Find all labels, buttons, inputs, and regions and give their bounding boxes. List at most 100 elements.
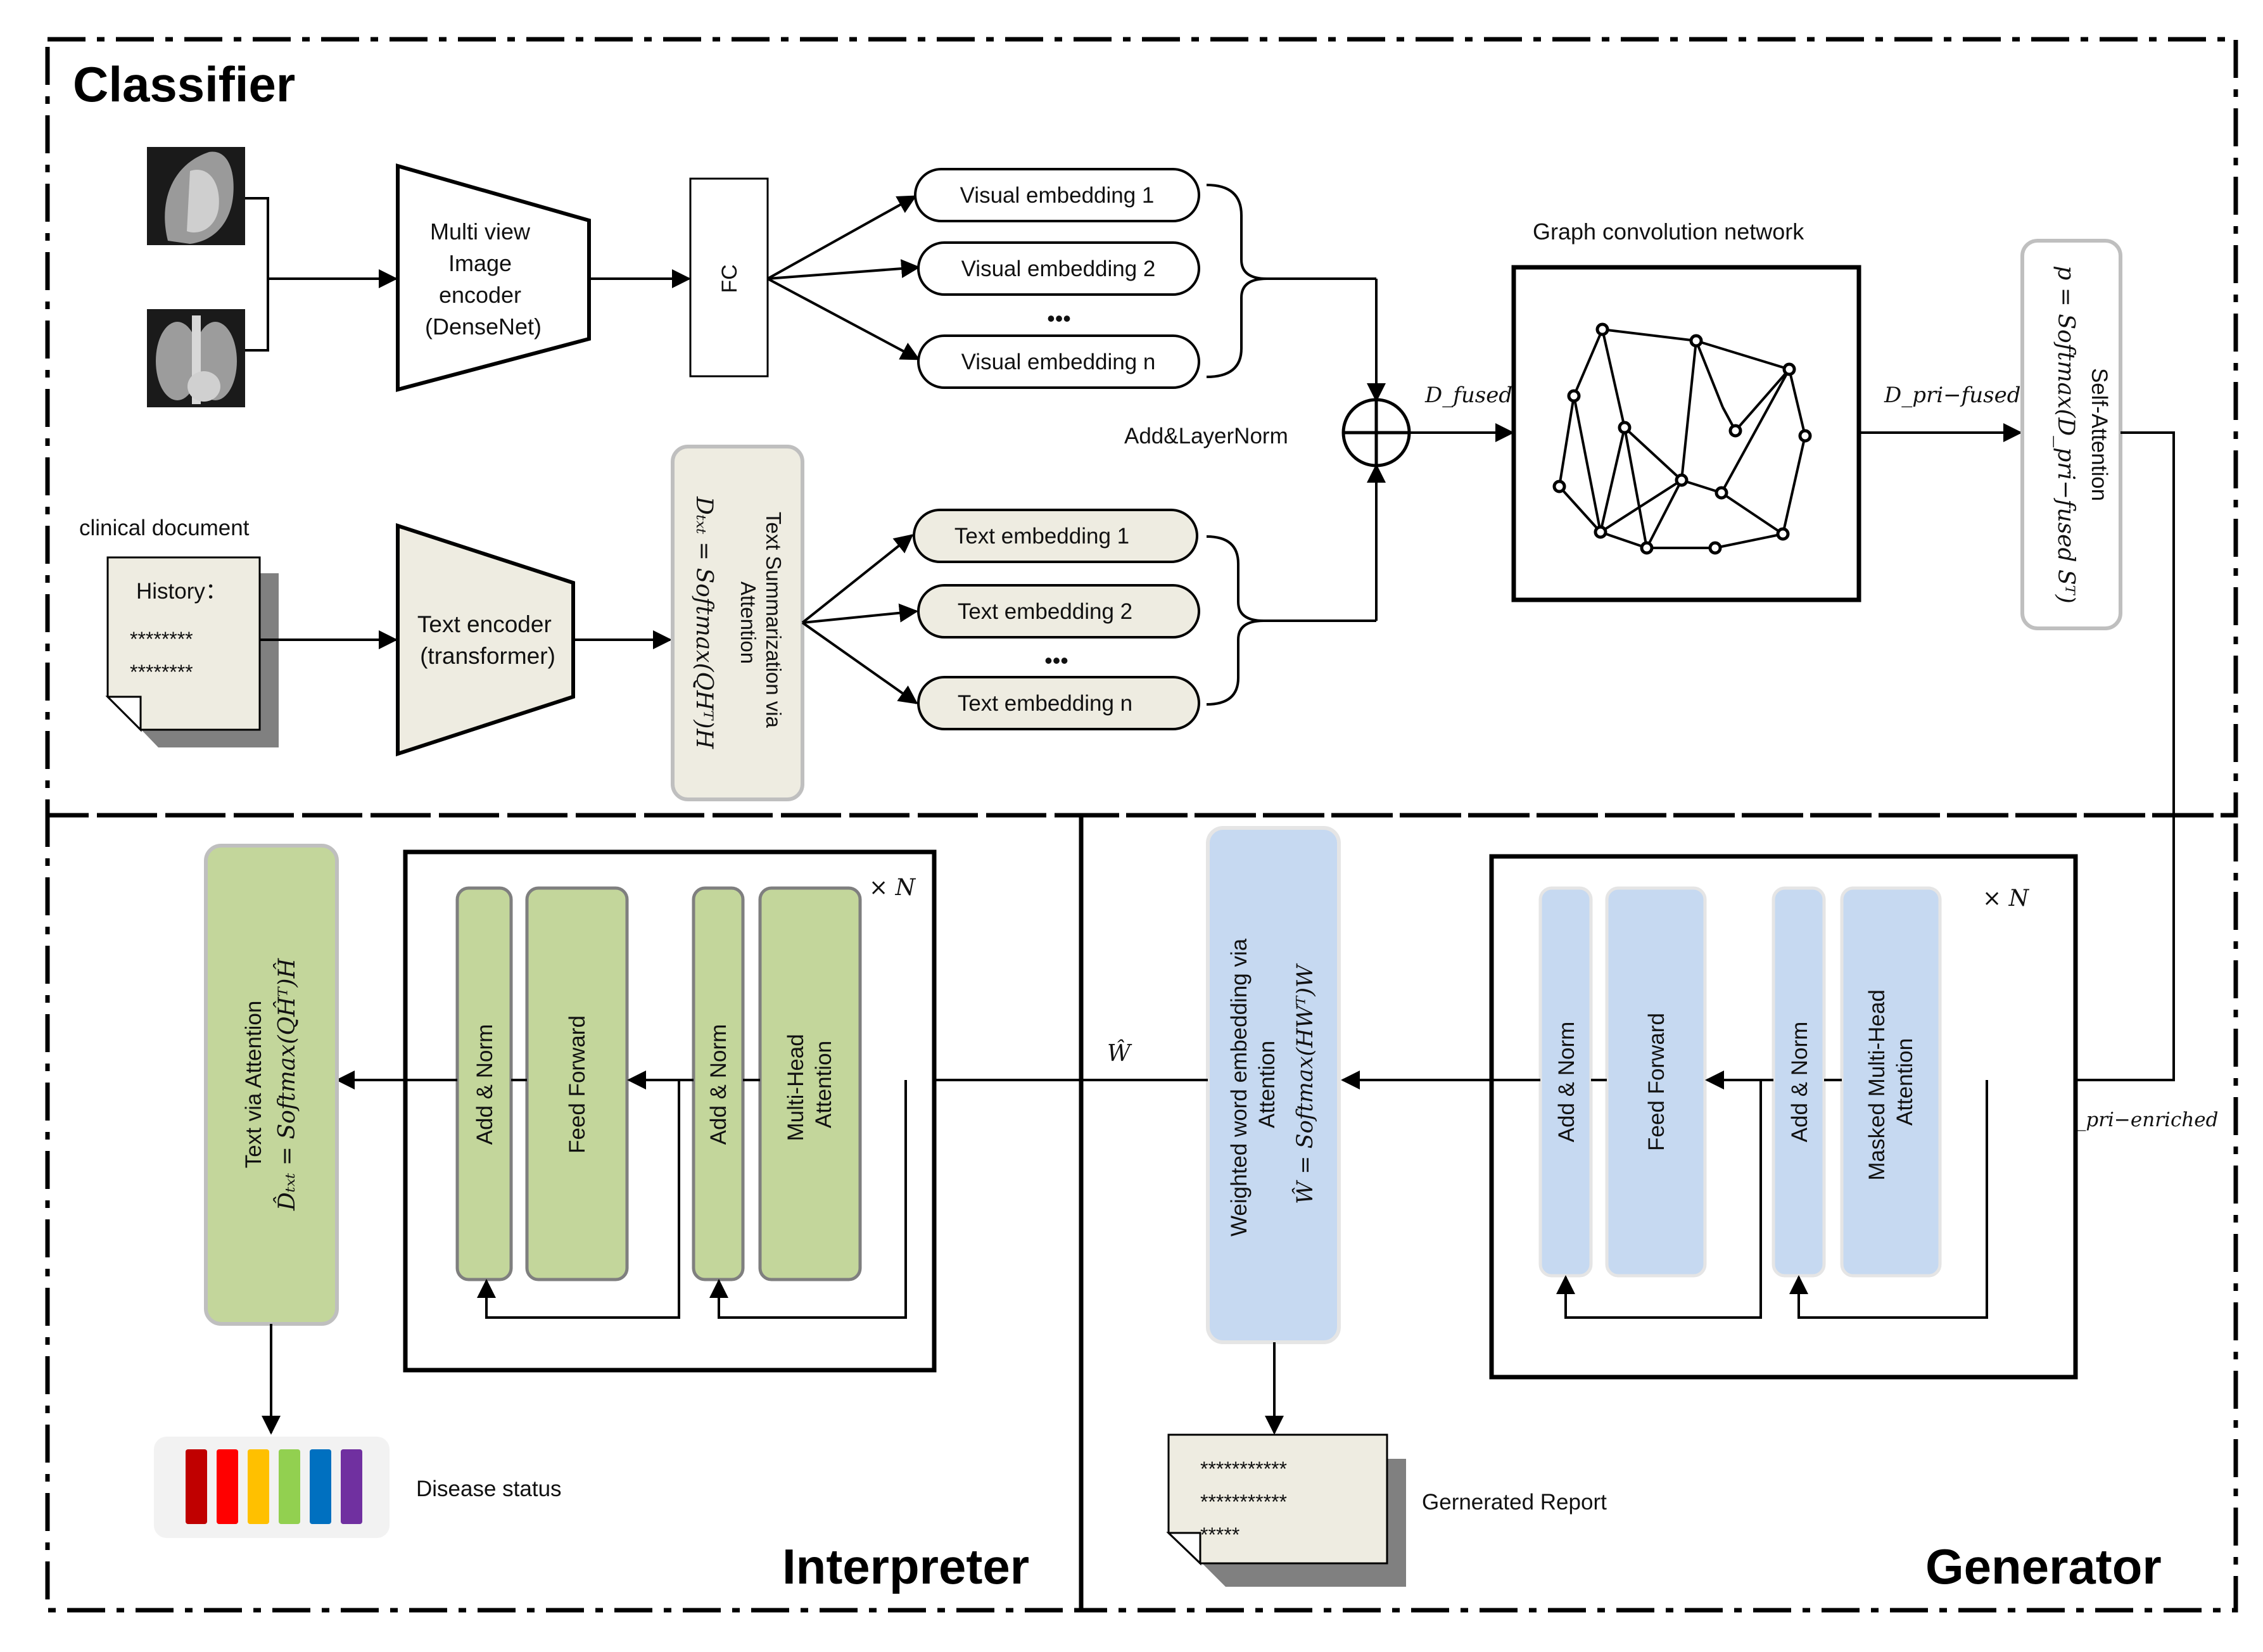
history-line-1: ********	[130, 628, 193, 651]
image-encoder-block: Multi view Image encoder (DenseNet)	[396, 163, 591, 392]
disease-status-bar	[217, 1449, 238, 1524]
generator-frame	[1079, 813, 2238, 1613]
weighted-word-line2: Attention	[1255, 1041, 1279, 1128]
text-summarization-block: Text Summarization via Attention Dₜₓₜ = …	[671, 445, 804, 801]
gen-feed-forward: Feed Forward	[1605, 886, 1707, 1278]
gen-add-norm-1: Add & Norm	[1538, 886, 1593, 1278]
svg-text:Multi-Head Attention: Multi-Head Attention	[783, 1028, 836, 1141]
fc-label: FC	[718, 264, 742, 293]
report-line-2: ***********	[1200, 1490, 1287, 1513]
svg-text:Feed Forward: Feed Forward	[1644, 1013, 1669, 1151]
d-pri-fused-label: D_pri−fused	[1884, 383, 2020, 408]
history-title: History：	[136, 579, 227, 604]
disease-status-panel	[154, 1437, 390, 1538]
gen-masked-multi-head: Masked Multi-Head Attention	[1840, 886, 1942, 1278]
weighted-word-line1: Weighted word embedding via	[1227, 938, 1252, 1236]
gcn-graph-nodes	[1552, 322, 1812, 555]
xray-frontal-image	[147, 309, 245, 407]
gen-internal-connectors	[1492, 1071, 1988, 1319]
text-summarization-line1: Text Summarization via	[762, 512, 785, 728]
gcn-block	[1511, 265, 1861, 602]
image-encoder-line2: Image	[448, 250, 512, 276]
text-embedding-1: Text embedding 1	[913, 509, 1198, 563]
text-via-attention-block: Text via Attention D̂ₜₓₜ = Softmax(QĤᵀ)…	[204, 844, 339, 1326]
svg-text:Text embedding n: Text embedding n	[958, 691, 1132, 716]
interpreter-stack: × N Add & Norm Feed Forward Add & Norm M…	[403, 849, 937, 1373]
clinical-document: History： ******** ********	[105, 556, 279, 747]
disease-status-bar	[279, 1449, 300, 1524]
text-ellipsis: •••	[1044, 647, 1068, 673]
visual-ellipsis: •••	[1047, 305, 1071, 331]
gcn-graph-edges	[1558, 328, 1806, 549]
gcn-label: Graph convolution network	[1533, 219, 1804, 245]
report-line-3: *****	[1200, 1523, 1239, 1546]
int-add-norm-1: Add & Norm	[455, 886, 513, 1281]
fc-fanout-arrows	[767, 195, 920, 360]
history-line-2: ********	[130, 661, 193, 683]
text-embeddings: Text embedding 1 Text embedding 2 ••• Te…	[913, 509, 1200, 730]
image-encoder-line3: encoder	[439, 282, 521, 308]
svg-text:Visual embedding n: Visual embedding n	[961, 350, 1156, 374]
xray-lateral-image	[147, 147, 245, 245]
disease-status-bar	[341, 1449, 362, 1524]
text-summarization-line2: Attention	[737, 581, 760, 664]
self-attention-block: Self-Attention p = Softmax(D_pri−fused S…	[2020, 239, 2122, 630]
generator-title: Generator	[1925, 1539, 2162, 1594]
svg-text:Add & Norm: Add & Norm	[706, 1024, 731, 1145]
svg-text:Add & Norm: Add & Norm	[1787, 1022, 1812, 1143]
svg-text:Feed Forward: Feed Forward	[565, 1015, 590, 1153]
svg-text:Masked Multi-Head Atte: Masked Multi-Head Attention	[1865, 983, 1917, 1180]
text-embedding-2: Text embedding 2	[917, 584, 1200, 639]
classifier-title: Classifier	[73, 56, 295, 112]
fc-block: FC	[689, 177, 769, 378]
generated-report-label: Gernerated Report	[1422, 1490, 1607, 1515]
text-encoder-block: Text encoder (transformer)	[396, 523, 575, 757]
classifier-frame	[45, 37, 2238, 818]
disease-status-bar	[186, 1449, 207, 1524]
text-summarization-formula: Dₜₓₜ = Softmax(QHᵀ)H	[691, 496, 717, 749]
generator-repeat: × N	[1982, 886, 2030, 912]
add-layernorm-label: Add&LayerNorm	[1124, 424, 1288, 448]
svg-text:Add & Norm: Add & Norm	[1554, 1022, 1579, 1143]
svg-text:Visual embedding 2: Visual embedding 2	[961, 257, 1156, 281]
d-fused-label: D_fused	[1424, 383, 1512, 408]
disease-status-bar	[248, 1449, 269, 1524]
svg-text:Text embedding 1: Text embedding 1	[954, 524, 1129, 549]
visual-embedding-1: Visual embedding 1	[914, 168, 1200, 222]
interpreter-repeat: × N	[869, 875, 916, 901]
svg-text:Visual embedding 1: Visual embedding 1	[960, 183, 1155, 208]
int-add-norm-2: Add & Norm	[692, 886, 745, 1281]
text-encoder-line2: (transformer)	[420, 643, 555, 669]
text-via-attention-label: Text via Attention	[241, 1001, 266, 1169]
text-embedding-n: Text embedding n	[917, 676, 1200, 730]
summary-fanout-arrows	[801, 534, 918, 704]
svg-text:Weighted word embedding via: Weighted word embedding via Attention	[1227, 932, 1279, 1236]
visual-brace	[1206, 184, 1267, 378]
self-attention-formula: p = Softmax(D_pri−fused Sᵀ)	[2053, 265, 2079, 604]
svg-text:Text encoder (transforme: Text encoder (transformer)	[417, 611, 558, 669]
text-encoder-line1: Text encoder	[417, 611, 552, 637]
text-brace	[1206, 535, 1264, 706]
interpreter-title: Interpreter	[782, 1539, 1029, 1594]
visual-embeddings: Visual embedding 1 Visual embedding 2 ••…	[914, 168, 1200, 389]
visual-embedding-n: Visual embedding n	[917, 334, 1200, 389]
xray-bracket-connector	[245, 197, 269, 352]
clinical-document-label: clinical document	[79, 516, 250, 540]
disease-status-label: Disease status	[416, 1477, 562, 1501]
interpreter-frame	[45, 813, 1084, 1613]
int-multi-head: Multi-Head Attention	[758, 886, 862, 1281]
d-pri-enriched-label: D_pri−enriched	[2060, 1109, 2218, 1131]
int-internal-connectors	[405, 1071, 907, 1319]
svg-text:Text Summarization via A: Text Summarization via Attention	[737, 512, 785, 734]
text-via-attention-formula: D̂ₜₓₜ = Softmax(QĤᵀ)Ĥ	[273, 958, 300, 1211]
gen-add-norm-2: Add & Norm	[1772, 886, 1826, 1278]
disease-status-bars	[186, 1449, 362, 1524]
generator-stack: × N Add & Norm Feed Forward Add & Norm M…	[1489, 854, 2078, 1380]
int-feed-forward: Feed Forward	[525, 886, 629, 1281]
add-layernorm-node	[1341, 398, 1411, 467]
disease-status-bar	[310, 1449, 331, 1524]
svg-text:Text embedding 2: Text embedding 2	[958, 599, 1132, 624]
weighted-word-formula: Ŵ = Softmax(HWᵀ)W	[1291, 963, 1318, 1204]
self-attention-label: Self-Attention	[2087, 368, 2112, 501]
